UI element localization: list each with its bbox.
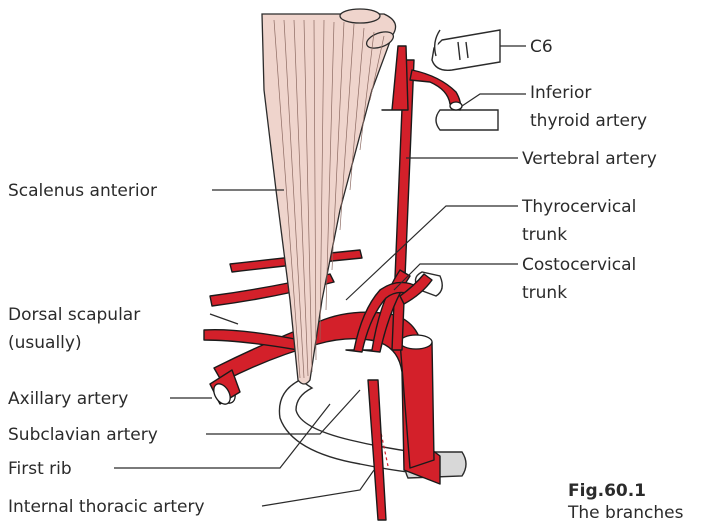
label-inferior-thyroid-1: Inferior xyxy=(530,83,591,103)
label-first-rib: First rib xyxy=(8,459,72,479)
label-thyrocervical-1: Thyrocervical xyxy=(521,197,636,217)
c6-vertebra xyxy=(415,30,500,296)
label-thyrocervical-2: trunk xyxy=(522,225,567,245)
label-dorsal-2: (usually) xyxy=(8,333,82,353)
label-scalenus: Scalenus anterior xyxy=(8,181,157,201)
label-axillary: Axillary artery xyxy=(8,389,128,409)
label-vertebral: Vertebral artery xyxy=(522,149,657,169)
label-dorsal-1: Dorsal scapular xyxy=(8,305,140,325)
figure-number: Fig.60.1 xyxy=(568,481,646,501)
label-c6: C6 xyxy=(530,37,553,57)
label-costocervical-2: trunk xyxy=(522,283,567,303)
label-internal-thoracic: Internal thoracic artery xyxy=(8,497,205,517)
label-subclavian: Subclavian artery xyxy=(8,425,158,445)
caption-text: The branches xyxy=(567,503,684,523)
label-inferior-thyroid-2: thyroid artery xyxy=(530,111,647,131)
label-costocervical-1: Costocervical xyxy=(522,255,636,275)
figure-caption: Fig.60.1 The branches xyxy=(567,481,684,523)
